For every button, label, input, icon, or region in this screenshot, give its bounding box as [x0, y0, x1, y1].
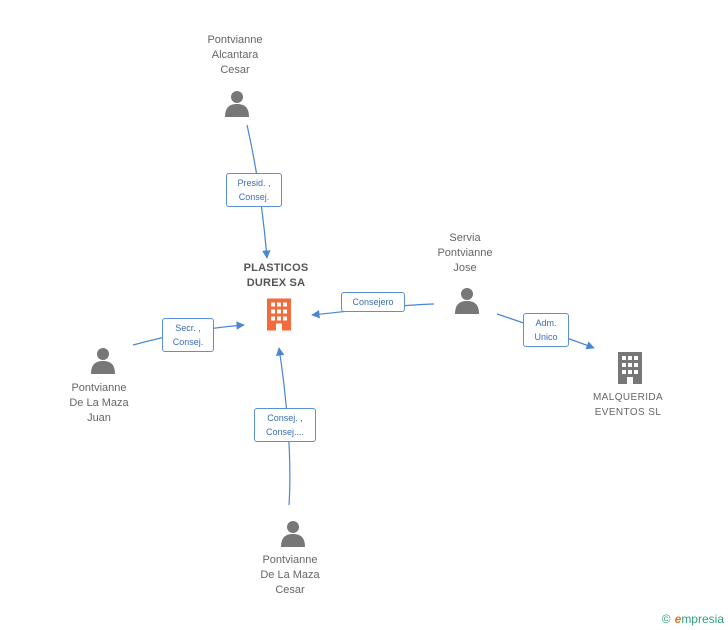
edge-label-secr-consej[interactable]: Secr. , Consej. — [162, 318, 214, 352]
juan-label[interactable]: Pontvianne De La Maza Juan — [69, 382, 129, 424]
cesar-label[interactable]: Pontvianne De La Maza Cesar — [260, 554, 320, 596]
plasticos-durex-label[interactable]: PLASTICOS DUREX SA — [243, 262, 309, 289]
alcantara-person-icon[interactable] — [225, 91, 249, 117]
plasticos-durex-building-icon[interactable] — [267, 298, 291, 331]
malquerida-label[interactable]: MALQUERIDA EVENTOS SL — [592, 392, 664, 418]
copyright-symbol: © — [661, 612, 671, 626]
empresia-brand[interactable]: ©empresia — [662, 612, 724, 626]
servia-label[interactable]: Servia Pontvianne Jose — [437, 232, 493, 274]
malquerida-building-icon[interactable] — [618, 352, 642, 384]
alcantara-label[interactable]: Pontvianne Alcantara Cesar — [207, 34, 263, 76]
edge-label-presid-consej[interactable]: Presid. , Consej. — [226, 173, 282, 207]
edge-label-consej-consej[interactable]: Consej. , Consej.... — [254, 408, 316, 442]
edge-label-consejero[interactable]: Consejero — [341, 292, 405, 312]
servia-person-icon[interactable] — [455, 288, 479, 314]
brand-name: mpresia — [681, 612, 724, 626]
cesar-person-icon[interactable] — [281, 521, 305, 547]
juan-person-icon[interactable] — [91, 348, 115, 374]
edge-label-adm-unico[interactable]: Adm. Unico — [523, 313, 569, 347]
brand-initial: e — [674, 612, 682, 626]
